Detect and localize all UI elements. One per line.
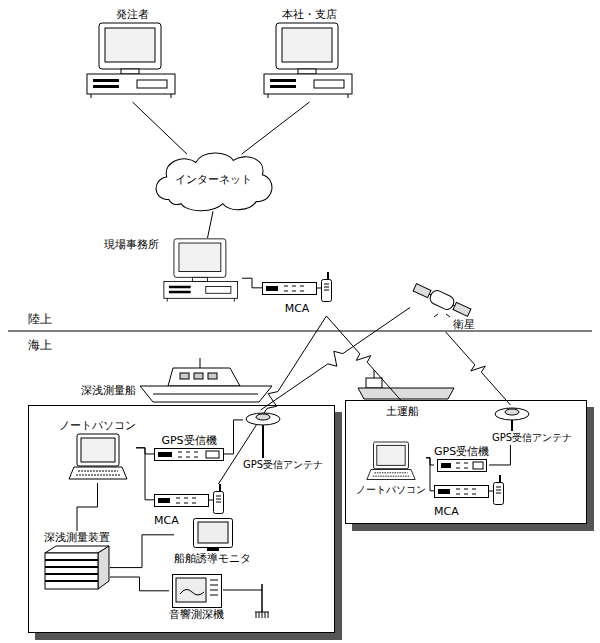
gps-receiver: GPS受信機 [154, 434, 224, 461]
node-label: MCA [285, 302, 310, 316]
transducer [223, 584, 269, 618]
mca-icon [154, 484, 224, 514]
region-label: 海上 [28, 338, 52, 352]
vessel-panel: 深浅測量船ノートパソコンGPS受信機MCAGPS受信アンテナ深浅測量装置船舶誘導… [28, 405, 335, 633]
connector-line [224, 420, 243, 454]
mca-icon [434, 475, 504, 505]
transducer-cable [223, 590, 262, 591]
survey-boat [140, 358, 272, 402]
gps-antenna: GPS受信アンテナ [492, 405, 572, 445]
mca-radio: MCA [262, 272, 332, 316]
guidance-monitor: 船舶誘導モニタ [174, 518, 251, 566]
node-label: GPS受信アンテナ [492, 431, 572, 445]
node-label: 衛星 [453, 318, 475, 332]
desk-icon [162, 238, 242, 305]
ship-bridge [366, 378, 382, 388]
ship-mast [374, 370, 375, 378]
connector-line [77, 483, 98, 531]
node-label: GPS受信機 [161, 434, 216, 448]
boat-stripe [153, 394, 258, 395]
connector-line [136, 448, 154, 500]
office-computer: 本社・支店 [262, 8, 357, 102]
node-label: 本社・支店 [282, 8, 337, 22]
gps-receiver: GPS受信機 [434, 445, 489, 472]
laptop-icon [68, 433, 128, 483]
boat-mast [200, 358, 201, 368]
node-label: MCA [434, 505, 459, 519]
land-sea-line [8, 330, 592, 331]
site-office-computer: 現場事務所 [104, 238, 242, 305]
snd-icon [172, 574, 222, 608]
radio-link [261, 308, 410, 411]
client-computer: 発注者 [85, 8, 180, 102]
node-label: MCA [154, 514, 179, 528]
vessel-panel: 土運船 GPS受信機GPS受信アンテナノートパソコン MCA [345, 400, 587, 524]
connector-line [208, 211, 214, 238]
radio-link [218, 316, 326, 484]
boat-cabin [168, 368, 240, 386]
node-label: 現場事務所 [104, 238, 159, 252]
survey-unit: 深浅測量装置 [44, 531, 110, 590]
gps-antenna: GPS受信アンテナ [243, 410, 323, 472]
connector-line [242, 278, 262, 288]
rack-icon [44, 545, 110, 590]
gps-icon [154, 448, 224, 461]
transducer-pole [261, 584, 263, 612]
gps2-icon [437, 459, 487, 472]
ship-hull [358, 388, 454, 399]
laptop-icon [366, 441, 416, 483]
connector-line [242, 102, 310, 154]
mca-icon [262, 272, 332, 302]
laptop: ノートパソコン [356, 441, 426, 497]
node-label: GPS受信機 [434, 445, 489, 459]
node-label: ノートパソコン [356, 483, 426, 497]
node-label: GPS受信アンテナ [243, 458, 323, 472]
desk-icon [85, 22, 180, 102]
node-label: 深浅測量装置 [44, 531, 110, 545]
boat-window [180, 373, 189, 379]
barge-ship [358, 370, 454, 399]
node-label: 船舶誘導モニタ [174, 552, 251, 566]
connector-line [110, 535, 174, 568]
ant2-icon [492, 405, 532, 431]
sat-icon [410, 283, 475, 318]
connector-line [489, 445, 510, 465]
radio-link [446, 332, 511, 405]
node-label: インターネット [175, 173, 252, 187]
node-label: 音響測深機 [169, 608, 224, 622]
radio-link [326, 316, 400, 400]
mon-icon [193, 518, 233, 552]
laptop: ノートパソコン [59, 419, 136, 483]
node-label: 発注者 [116, 8, 149, 22]
transducer-head [255, 612, 269, 618]
ant-icon [243, 410, 283, 458]
boat-window [208, 373, 217, 379]
connector-line [426, 458, 434, 491]
panel-heading: 深浅測量船 [81, 384, 136, 398]
boat-hull [140, 386, 272, 402]
boat-window [194, 373, 203, 379]
panel-heading: 土運船 [386, 405, 419, 419]
connector-line [110, 577, 169, 591]
desk-icon [262, 22, 357, 102]
node-label: ノートパソコン [59, 419, 136, 433]
region-label: 陸上 [28, 312, 52, 326]
echo-sounder: 音響測深機 [169, 574, 224, 622]
satellite: 衛星 [410, 283, 475, 332]
cloud-outline [156, 153, 272, 211]
connector-line [133, 102, 188, 154]
mca-radio: MCA [434, 475, 504, 519]
internet-cloud: インターネット [148, 146, 278, 214]
